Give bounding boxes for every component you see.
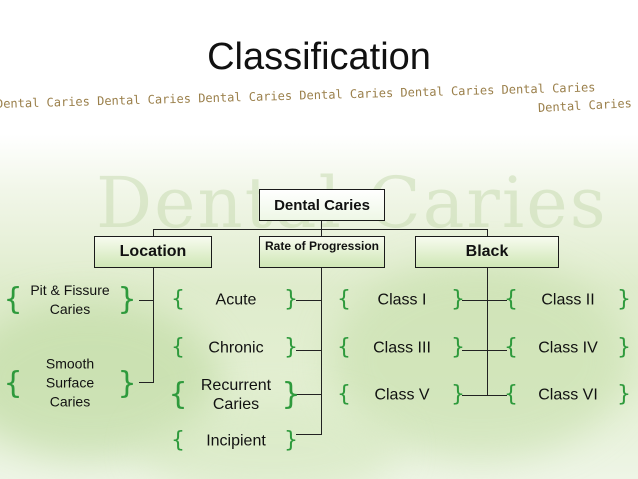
black-class-item: Class II [541,291,595,309]
black-class-item: Class III [373,339,431,357]
rate-item: Incipient [206,432,266,450]
right-brace: } [451,382,465,407]
left-brace: { [171,428,185,453]
right-brace: } [451,287,465,312]
connector-location [153,229,154,236]
rate-item: Acute [215,291,257,309]
connector-black-branch [462,350,507,351]
bg-blob [140,400,400,479]
location-box: Location [94,236,212,268]
right-brace: } [451,335,465,360]
connector-black-branch [462,395,507,396]
left-brace: { [337,335,351,360]
slide-title: Classification [207,36,431,78]
left-brace: { [171,287,185,312]
left-brace: { [337,382,351,407]
connector-rate-branch [296,350,322,351]
connector-rate-trunk [321,268,322,434]
rate-item: Recurrent Caries [200,377,272,413]
connector-horizontal [153,229,487,230]
root-box: Dental Caries [259,189,385,221]
banner-text: Dental Caries Dental Caries Dental Carie… [0,80,596,111]
banner-text-right: Dental Caries [537,96,633,115]
right-brace: } [617,382,631,407]
black-class-item: Class VI [538,386,598,404]
connector-black-branch [462,300,507,301]
black-class-item: Class IV [538,339,598,357]
connector-root-down [321,221,322,236]
connector-black-trunk [487,268,488,395]
left-brace: { [3,366,23,401]
right-brace: } [281,377,301,412]
right-brace: } [117,366,137,401]
rate-of-progression-box: Rate of Progression [259,236,385,268]
connector-location-trunk [153,268,154,382]
black-class-item: Class I [377,291,427,309]
left-brace: { [504,382,518,407]
connector-rate-branch [296,394,322,395]
left-brace: { [168,377,188,412]
right-brace: } [617,335,631,360]
left-brace: { [504,335,518,360]
location-item: Smooth Surface Caries [45,355,95,410]
connector-black [487,229,488,236]
right-brace: } [284,335,298,360]
black-class-item: Class V [374,386,430,404]
connector-location-branch [139,300,154,301]
right-brace: } [284,428,298,453]
location-item: Pit & Fissure Caries [30,282,110,317]
black-box: Black [415,236,559,268]
left-brace: { [3,282,23,317]
left-brace: { [504,287,518,312]
right-brace: } [284,287,298,312]
connector-location-branch [139,382,154,383]
right-brace: } [117,282,137,317]
left-brace: { [337,287,351,312]
connector-rate-branch [296,300,322,301]
right-brace: } [617,287,631,312]
connector-rate-branch [296,434,322,435]
rate-item: Chronic [208,339,264,357]
left-brace: { [171,335,185,360]
